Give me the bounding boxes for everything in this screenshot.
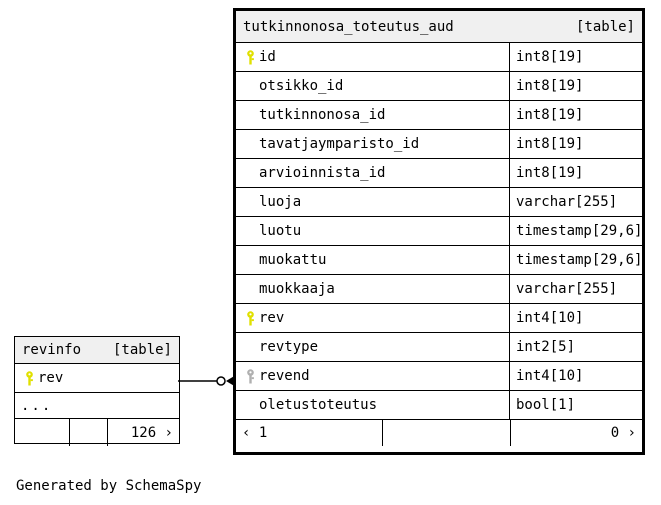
primary-key-icon [242, 49, 259, 65]
column-name-cell: muokattu [236, 246, 509, 274]
table-title: tutkinnonosa_toteutus_aud [243, 18, 454, 35]
column-name-cell: tavatjaymparisto_id [236, 130, 509, 158]
column-type: int2[5] [516, 339, 576, 355]
table-row[interactable]: arvioinnista_id int8[19] [236, 159, 642, 188]
column-type-cell: timestamp[29,6] [509, 217, 642, 245]
column-name-cell: revend [236, 362, 509, 390]
column-name-cell: luoja [236, 188, 509, 216]
column-name: otsikko_id [259, 78, 344, 94]
revinfo-more-columns: ... [15, 393, 179, 419]
column-name-cell: id [236, 43, 509, 71]
column-name: oletustoteutus [259, 397, 378, 413]
column-name-cell: luotu [236, 217, 509, 245]
revinfo-header: revinfo [table] [15, 337, 179, 364]
column-name: muokattu [259, 252, 327, 268]
table-row[interactable]: luotu timestamp[29,6] [236, 217, 642, 246]
revinfo-footer-next[interactable]: 126 › [107, 419, 179, 446]
primary-key-icon [242, 310, 259, 326]
table-header: tutkinnonosa_toteutus_aud [table] [236, 11, 642, 43]
column-type: int4[10] [516, 310, 584, 326]
revinfo-footer-middle [69, 419, 107, 446]
table-row[interactable]: revtype int2[5] [236, 333, 642, 362]
column-name-cell: muokkaaja [236, 275, 509, 303]
column-name-cell: oletustoteutus [236, 391, 509, 419]
column-type-cell: int2[5] [509, 333, 642, 361]
column-name-cell: tutkinnonosa_id [236, 101, 509, 129]
column-name: tutkinnonosa_id [259, 107, 386, 123]
column-name: id [259, 49, 276, 65]
column-type-cell: int4[10] [509, 362, 642, 390]
column-type-cell: bool[1] [509, 391, 642, 419]
column-name: revend [259, 368, 310, 384]
primary-key-icon [21, 370, 38, 386]
relationship-connector-revinfo-to-aud [178, 368, 236, 394]
foreign-key-icon [242, 368, 259, 384]
column-name: revtype [259, 339, 319, 355]
column-type-cell: int8[19] [509, 130, 642, 158]
table-row[interactable]: muokkaaja varchar[255] [236, 275, 642, 304]
column-name: tavatjaymparisto_id [259, 136, 420, 152]
revinfo-footer-left [15, 419, 69, 446]
table-footer: ‹ 1 0 › [236, 420, 642, 446]
table-row[interactable]: tavatjaymparisto_id int8[19] [236, 130, 642, 159]
generated-by-caption: Generated by SchemaSpy [16, 478, 202, 494]
column-type: varchar[255] [516, 281, 618, 297]
column-name: muokkaaja [259, 281, 335, 297]
footer-next-page[interactable]: 0 › [510, 420, 642, 446]
column-type-cell: varchar[255] [509, 188, 642, 216]
column-type: int8[19] [516, 49, 584, 65]
column-type: int8[19] [516, 136, 584, 152]
column-type-cell: int8[19] [509, 101, 642, 129]
column-type-cell: int8[19] [509, 72, 642, 100]
column-name: luoja [259, 194, 302, 210]
revinfo-kind-label: [table] [112, 342, 172, 358]
column-type: timestamp[29,6] [516, 252, 642, 268]
column-name: luotu [259, 223, 302, 239]
column-type: timestamp[29,6] [516, 223, 642, 239]
column-type: int4[10] [516, 368, 584, 384]
column-type: int8[19] [516, 165, 584, 181]
column-type: varchar[255] [516, 194, 618, 210]
table-row[interactable]: revend int4[10] [236, 362, 642, 391]
table-row[interactable]: oletustoteutus bool[1] [236, 391, 642, 420]
column-type-cell: varchar[255] [509, 275, 642, 303]
column-type: int8[19] [516, 107, 584, 123]
table-tutkinnonosa-toteutus-aud[interactable]: tutkinnonosa_toteutus_aud [table] id int8… [233, 8, 645, 455]
revinfo-column-list: rev [15, 364, 179, 393]
column-name-cell: revtype [236, 333, 509, 361]
column-type: int8[19] [516, 78, 584, 94]
column-name: rev [38, 370, 64, 386]
revinfo-footer: 126 › [15, 419, 179, 446]
column-type-cell: int8[19] [509, 159, 642, 187]
table-row[interactable]: otsikko_id int8[19] [236, 72, 642, 101]
table-kind-label: [table] [575, 18, 635, 35]
relationship-line-icon [178, 375, 236, 387]
column-type: bool[1] [516, 397, 576, 413]
column-name-cell: otsikko_id [236, 72, 509, 100]
footer-middle [382, 420, 510, 446]
column-name: arvioinnista_id [259, 165, 386, 181]
column-name-cell: arvioinnista_id [236, 159, 509, 187]
table-row[interactable]: rev int4[10] [236, 304, 642, 333]
column-name-cell: rev [236, 304, 509, 332]
column-name-cell: rev [15, 364, 179, 392]
column-type-cell: timestamp[29,6] [509, 246, 642, 274]
table-row[interactable]: luoja varchar[255] [236, 188, 642, 217]
table-row[interactable]: rev [15, 364, 179, 393]
table-row[interactable]: id int8[19] [236, 43, 642, 72]
column-name: rev [259, 310, 285, 326]
table-row[interactable]: tutkinnonosa_id int8[19] [236, 101, 642, 130]
table-row[interactable]: muokattu timestamp[29,6] [236, 246, 642, 275]
revinfo-title: revinfo [22, 342, 82, 358]
column-type-cell: int8[19] [509, 43, 642, 71]
column-type-cell: int4[10] [509, 304, 642, 332]
footer-prev-page[interactable]: ‹ 1 [242, 425, 268, 441]
table-revinfo[interactable]: revinfo [table] rev ... 126 › [14, 336, 180, 446]
